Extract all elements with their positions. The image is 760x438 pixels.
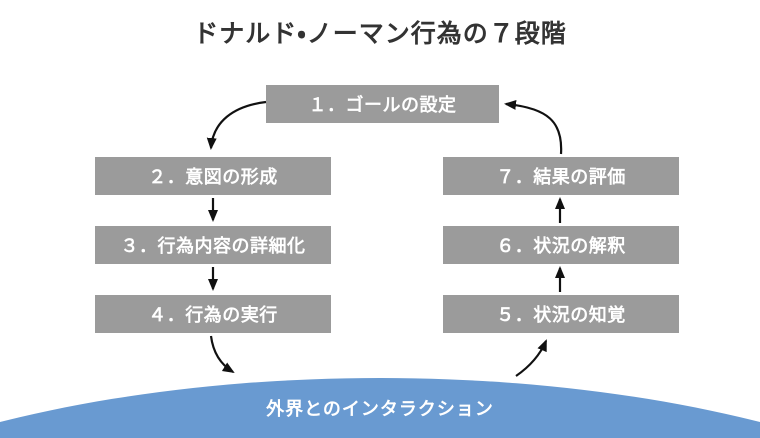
stage-box-7-evaluation: ７．結果の評価 [443,157,679,195]
stage-box-3-action-spec: ３．行為内容の詳細化 [95,226,331,264]
stage-box-5-perception: ５．状況の知覚 [443,295,679,333]
stage-box-4-execution: ４．行為の実行 [95,295,331,333]
stage-box-1-goal: １．ゴールの設定 [266,85,499,123]
diagram-title: ドナルド・ノーマン行為の７段階 [193,20,567,48]
arrow-evaluation-to-goal-icon [504,99,563,155]
arrow-goal-to-intention-icon [206,100,267,150]
external-world-label: 外界とのインタラクション [266,399,494,419]
external-world-ellipse: 外界とのインタラクション [0,378,760,438]
stage-box-6-interpretation: ６．状況の解釈 [443,226,679,264]
arrow-execution-to-world-icon [209,335,235,374]
arrow-world-to-perception-icon [515,339,548,377]
stage-box-2-intention: ２．意図の形成 [95,157,331,195]
